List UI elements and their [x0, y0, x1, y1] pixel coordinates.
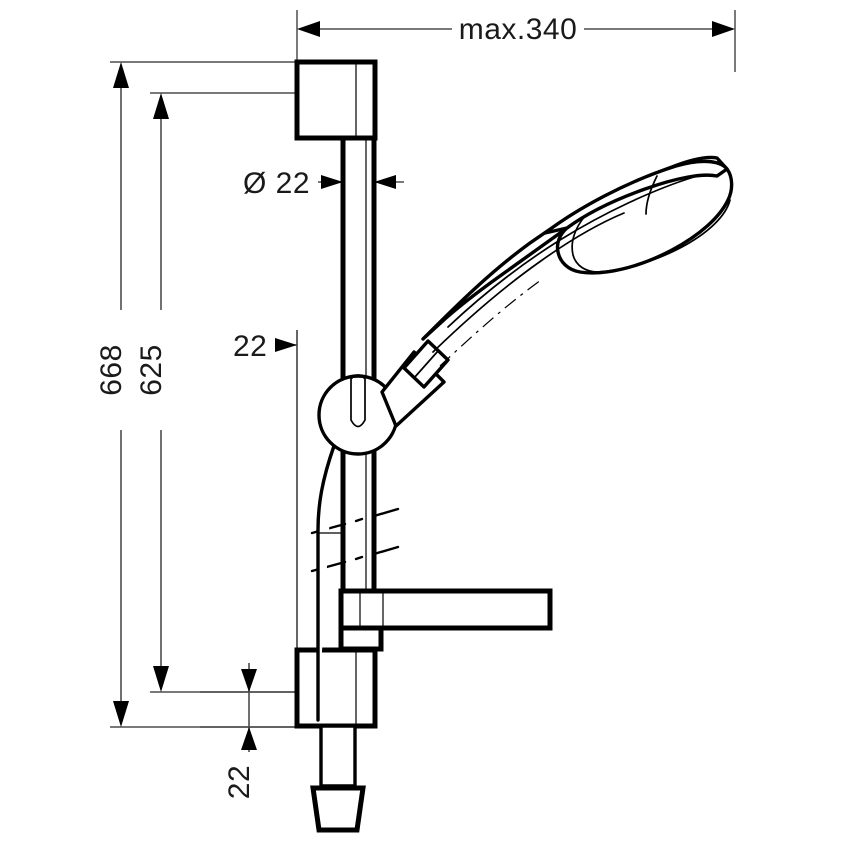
dimension-label-diameter22: Ø 22 [243, 167, 310, 200]
dimension-lower-offset: 22 [200, 663, 297, 810]
hand-shower-top-rim [447, 176, 695, 328]
label-backdrop-625 [144, 310, 180, 430]
hose-end-fitting [310, 785, 366, 833]
dimension-overall-height: 668 [95, 61, 300, 728]
part-lower-wall-bracket [294, 647, 378, 729]
hose-lower-straight [319, 724, 357, 788]
break-seg-2 [354, 555, 364, 561]
dimension-rod-diameter: Ø 22 [243, 140, 404, 205]
dimension-label-offset22: 22 [233, 330, 267, 363]
hand-shower-cuff-band [413, 350, 439, 379]
hand-shower-head-divider [645, 175, 658, 215]
upper-bracket-body [294, 59, 378, 141]
hand-shower-outline [421, 155, 734, 341]
part-soap-dish-shelf [338, 588, 553, 652]
hand-shower-face-plate [543, 159, 729, 235]
arrowhead-dia-left-icon [321, 175, 343, 189]
break-seg-3 [372, 545, 400, 556]
dimension-label-max340: max.340 [459, 13, 578, 46]
hand-shower-centre-line [439, 279, 542, 367]
arrowhead-right-icon [712, 21, 735, 37]
hand-shower-back-edge [579, 199, 731, 274]
part-upper-wall-bracket [294, 59, 378, 141]
arrowhead-668-down-icon [113, 701, 129, 727]
label-backdrop-668 [104, 310, 140, 430]
dimension-label-lower22: 22 [223, 765, 256, 799]
dimension-rail-height: 625 [135, 92, 300, 693]
arrowhead-off-left-icon [275, 338, 297, 352]
break-seg-6 [372, 507, 400, 518]
dimension-label-668: 668 [95, 344, 128, 396]
soap-dish-arm [338, 588, 553, 631]
arrowhead-dia-right-icon [374, 175, 396, 189]
dimension-top-width: max.340 [296, 10, 736, 72]
arrowhead-625-down-icon [153, 666, 169, 692]
hose-curve-left [316, 444, 336, 722]
holder-adjuster-lever [350, 374, 366, 428]
arrowhead-low-up-icon [241, 727, 257, 750]
arrowhead-low-down-icon [241, 669, 257, 692]
break-seg-5 [354, 517, 364, 523]
arrowhead-625-up-icon [153, 93, 169, 119]
label-backdrop-low22 [232, 752, 268, 810]
hand-shower-handle-ridge [432, 212, 625, 353]
arrowhead-left-icon [297, 21, 320, 37]
arrowhead-668-up-icon [113, 62, 129, 88]
label-backdrop-top [452, 11, 584, 47]
dimension-label-625: 625 [135, 344, 168, 396]
hand-shower-thumb-notch [571, 215, 599, 273]
part-shower-hose [310, 444, 366, 833]
part-hand-shower [402, 155, 734, 389]
lower-bracket-body [294, 647, 378, 729]
